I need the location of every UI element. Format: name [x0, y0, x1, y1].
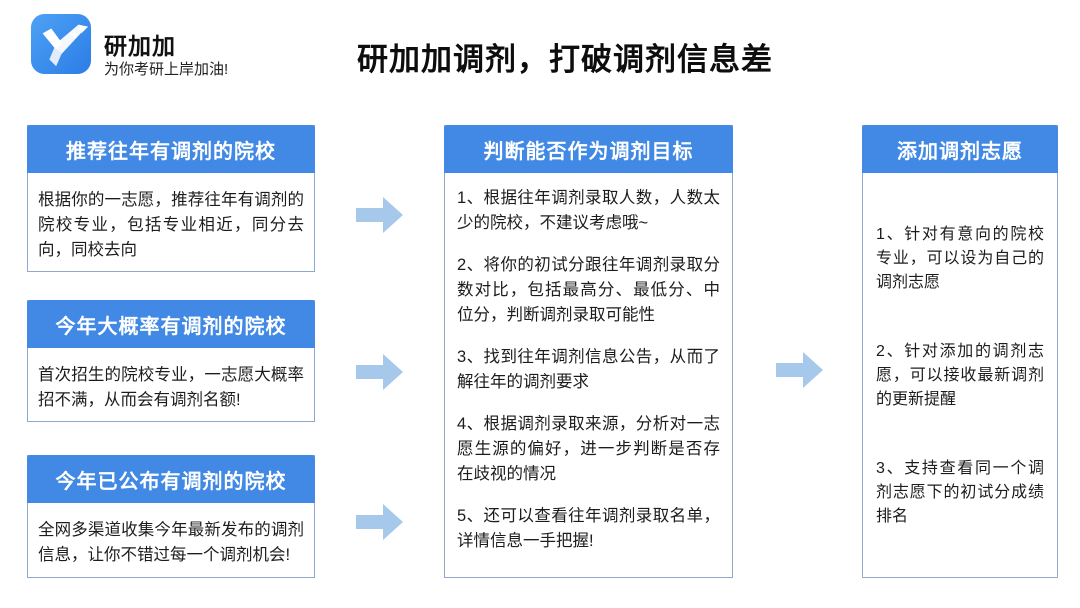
left-box-1-title: 推荐往年有调剂的院校 [27, 125, 315, 173]
right-point-3: 3、支持查看同一个调剂志愿下的初试分成绩排名 [876, 460, 1044, 525]
left-box-recommend-past-adjustment: 推荐往年有调剂的院校 根据你的一志愿，推荐往年有调剂的院校专业，包括专业相近，同… [27, 125, 315, 272]
middle-box-title: 判断能否作为调剂目标 [444, 125, 733, 173]
middle-point-2: 2、将你的初试分跟往年调剂录取分数对比，包括最高分、最低分、中位分，判断调剂录取… [457, 256, 720, 324]
left-box-1-body: 根据你的一志愿，推荐往年有调剂的院校专业，包括专业相近，同分去向，同校去向 [38, 191, 304, 259]
right-box-title: 添加调剂志愿 [862, 125, 1058, 173]
middle-point-4: 4、根据调剂录取来源，分析对一志愿生源的偏好，进一步判断是否存在歧视的情况 [457, 415, 720, 483]
right-arrow-icon [356, 353, 404, 391]
brand-name: 研加加 [104, 33, 176, 59]
left-box-2-body: 首次招生的院校专业，一志愿大概率招不满，从而会有调剂名额! [38, 366, 304, 409]
middle-point-1: 1、根据往年调剂录取人数，人数太少的院校，不建议考虑哦~ [457, 189, 720, 232]
right-point-1: 1、针对有意向的院校专业，可以设为自己的调剂志愿 [876, 226, 1044, 291]
right-arrow-icon [356, 196, 404, 234]
brand-tagline: 为你考研上岸加油! [104, 61, 229, 78]
right-arrow-icon [356, 503, 404, 541]
left-box-2-title: 今年大概率有调剂的院校 [27, 300, 315, 348]
left-box-likely-adjustment-this-year: 今年大概率有调剂的院校 首次招生的院校专业，一志愿大概率招不满，从而会有调剂名额… [27, 300, 315, 422]
left-box-3-body: 全网多渠道收集今年最新发布的调剂信息，让你不错过每一个调剂机会! [38, 521, 304, 564]
left-box-3-title: 今年已公布有调剂的院校 [27, 455, 315, 503]
yanjiajia-bird-logo-icon [30, 13, 92, 75]
middle-point-3: 3、找到往年调剂信息公告，从而了解往年的调剂要求 [457, 348, 720, 391]
page-title: 研加加调剂，打破调剂信息差 [357, 42, 773, 77]
middle-point-5: 5、还可以查看往年调剂录取名单，详情信息一手把握! [457, 507, 720, 550]
right-point-2: 2、针对添加的调剂志愿，可以接收最新调剂的更新提醒 [876, 343, 1044, 408]
right-box-add-adjustment-wish: 添加调剂志愿 1、针对有意向的院校专业，可以设为自己的调剂志愿 2、针对添加的调… [862, 125, 1058, 578]
middle-box-judge-adjustment-target: 判断能否作为调剂目标 1、根据往年调剂录取人数，人数太少的院校，不建议考虑哦~ … [444, 125, 733, 578]
left-box-announced-adjustment: 今年已公布有调剂的院校 全网多渠道收集今年最新发布的调剂信息，让你不错过每一个调… [27, 455, 315, 578]
right-arrow-icon [776, 351, 824, 389]
